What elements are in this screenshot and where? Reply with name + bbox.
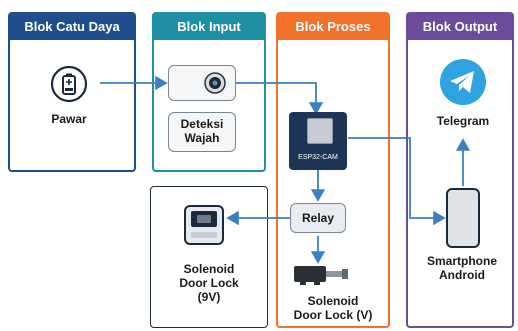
battery-icon — [50, 65, 88, 103]
door-lock-icon — [184, 205, 224, 245]
esp32-chip-icon — [307, 118, 333, 144]
telegram-label: Telegram — [436, 114, 490, 128]
solenoid-left-label: Solenoid Door Lock (9V) — [179, 262, 239, 304]
solenoid-icon — [294, 266, 348, 285]
smartphone-label: Smartphone Android — [426, 254, 497, 282]
pawar-label: Pawar — [51, 112, 87, 126]
telegram-icon — [440, 59, 486, 105]
block-input-title: Blok Input — [154, 14, 264, 40]
smartphone-icon — [446, 188, 480, 248]
camera-icon — [204, 72, 226, 94]
solenoid-proses-label: Solenoid Door Lock (V) — [293, 294, 373, 322]
block-proses-title: Blok Proses — [278, 14, 388, 40]
relay-box — [290, 203, 346, 233]
relay-label: Relay — [301, 211, 335, 225]
block-catu-daya-title: Blok Catu Daya — [10, 14, 134, 40]
deteksi-wajah-label: Deteksi Wajah — [180, 117, 224, 145]
block-catu-daya: Blok Catu Daya — [8, 12, 136, 172]
block-output-title: Blok Output — [408, 14, 512, 40]
deteksi-wajah-box — [168, 112, 236, 152]
esp32-label: ESP32-CAM — [298, 154, 338, 161]
